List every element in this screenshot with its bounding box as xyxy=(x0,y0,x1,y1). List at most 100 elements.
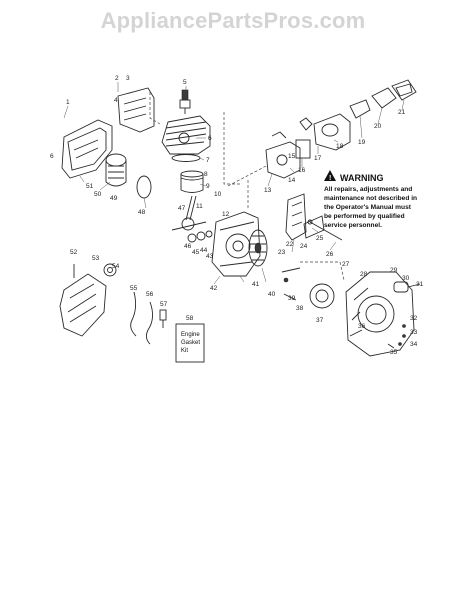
callout-3: 3 xyxy=(126,75,130,82)
piston xyxy=(180,170,204,193)
callout-6-left: 6 xyxy=(50,153,54,160)
callout-29: 29 xyxy=(390,267,398,274)
gasket-kit-label: Engine Gasket Kit xyxy=(181,332,200,354)
callout-48: 48 xyxy=(138,209,146,216)
kit-label-line-3: Kit xyxy=(181,348,188,354)
gasket-ring xyxy=(136,175,152,199)
kit-label-line-1: Engine xyxy=(181,332,200,338)
air-cover xyxy=(371,79,417,109)
callout-20: 20 xyxy=(374,123,382,130)
callout-45: 45 xyxy=(192,249,200,256)
callout-34: 34 xyxy=(410,341,418,348)
callout-40: 40 xyxy=(268,291,276,298)
heat-shield xyxy=(117,87,155,133)
callout-24: 24 xyxy=(300,243,308,250)
carburetor xyxy=(265,131,301,179)
callout-5: 5 xyxy=(183,79,187,86)
callout-44: 44 xyxy=(200,247,208,254)
callout-31: 31 xyxy=(416,281,424,288)
engine-gasket-kit xyxy=(175,323,205,363)
callout-15: 15 xyxy=(288,153,296,160)
svg-text:!: ! xyxy=(329,175,331,182)
callout-14: 14 xyxy=(288,177,296,184)
callout-22: 22 xyxy=(286,241,294,248)
callout-53: 53 xyxy=(92,255,100,262)
starter-pulley xyxy=(281,267,335,309)
callout-54: 54 xyxy=(112,263,120,270)
warning-line-5: service personnel. xyxy=(324,222,382,229)
callout-1: 1 xyxy=(66,99,70,106)
callout-33: 33 xyxy=(410,329,418,336)
callout-42: 42 xyxy=(210,285,218,292)
callout-32: 32 xyxy=(410,315,418,322)
callout-13: 13 xyxy=(264,187,272,194)
callout-47: 47 xyxy=(178,205,186,212)
callout-4: 4 xyxy=(114,97,118,104)
callout-50: 50 xyxy=(94,191,102,198)
callout-23: 23 xyxy=(278,249,286,256)
warning-line-4: be performed by qualified xyxy=(324,213,405,220)
callout-52: 52 xyxy=(70,249,78,256)
ignition-wires xyxy=(130,291,167,345)
callout-9: 9 xyxy=(206,183,210,190)
callout-30: 30 xyxy=(402,275,410,282)
callout-51: 51 xyxy=(86,183,94,190)
starter-handle xyxy=(393,281,421,293)
callout-39: 39 xyxy=(288,295,296,302)
leader-lines xyxy=(63,82,405,285)
callout-16: 16 xyxy=(298,167,306,174)
assembly-guides xyxy=(149,92,345,281)
callout-26: 26 xyxy=(326,251,334,258)
callout-6: 6 xyxy=(208,135,212,142)
callout-11: 11 xyxy=(196,203,203,210)
muffler-housing xyxy=(61,119,113,179)
callout-10: 10 xyxy=(214,191,222,198)
front-cover xyxy=(59,263,117,337)
callout-36: 36 xyxy=(358,323,366,330)
starter-housing xyxy=(345,271,415,357)
callout-49: 49 xyxy=(110,195,118,202)
callout-58: 58 xyxy=(186,315,194,322)
callout-labels: 1 2 3 4 5 6 7 8 9 10 11 12 13 14 15 16 1… xyxy=(50,75,424,356)
fuel-tank xyxy=(285,193,325,241)
housing-bolts xyxy=(387,324,406,349)
callout-37: 37 xyxy=(316,317,324,324)
callout-25: 25 xyxy=(316,235,324,242)
connecting-rod xyxy=(171,195,207,231)
cylinder xyxy=(161,115,211,155)
kit-label-line-2: Gasket xyxy=(181,340,200,346)
muffler-body xyxy=(105,153,127,187)
callout-43: 43 xyxy=(206,253,214,260)
bearings xyxy=(187,230,213,243)
callout-41: 41 xyxy=(252,281,260,288)
callout-55: 55 xyxy=(130,285,138,292)
flywheel xyxy=(248,229,268,267)
warning-line-1: All repairs, adjustments and xyxy=(324,186,412,193)
warning-title: WARNING xyxy=(340,173,384,183)
callout-2: 2 xyxy=(115,75,119,82)
spark-plug xyxy=(179,89,191,114)
callout-21: 21 xyxy=(398,109,406,116)
callout-7: 7 xyxy=(206,157,210,164)
callout-56: 56 xyxy=(146,291,154,298)
throttle-rod xyxy=(307,219,343,241)
air-filter-base xyxy=(313,113,351,151)
callout-46: 46 xyxy=(184,243,192,250)
callout-27: 27 xyxy=(342,261,350,268)
crankcase xyxy=(211,211,261,277)
warning-line-2: maintenance not described in xyxy=(324,195,417,202)
callout-35: 35 xyxy=(390,349,398,356)
callout-12: 12 xyxy=(222,211,230,218)
callout-57: 57 xyxy=(160,301,168,308)
cylinder-gasket xyxy=(171,154,201,162)
callout-19: 19 xyxy=(358,139,366,146)
callout-8: 8 xyxy=(204,171,208,178)
callout-17: 17 xyxy=(314,155,322,162)
intake-adapter xyxy=(295,117,313,159)
warning-line-3: the Operator's Manual must xyxy=(324,204,412,211)
warning-notice: ! WARNING All repairs, adjustments and m… xyxy=(324,170,417,229)
callout-28: 28 xyxy=(360,271,368,278)
callout-38: 38 xyxy=(296,305,304,312)
callout-18: 18 xyxy=(336,143,344,150)
